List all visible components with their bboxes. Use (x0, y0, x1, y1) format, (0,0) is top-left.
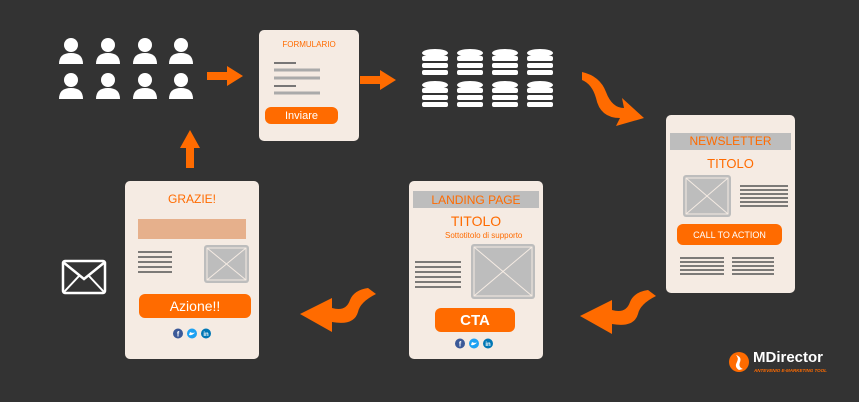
database-icon (527, 49, 553, 75)
user-icon (96, 38, 120, 64)
database-icon (422, 81, 448, 107)
brand-name: MDirector (753, 349, 824, 366)
brand-mark-icon (729, 352, 749, 372)
thanks-card: GRAZIE! Azione!! f in (125, 181, 259, 359)
brand-logo: MDirector ANTEVENIO E-MARKETING TOOL (728, 348, 853, 378)
submit-button[interactable]: Inviare (265, 107, 338, 124)
svg-text:in: in (485, 342, 491, 348)
form-title: FORMULARIO (282, 40, 336, 49)
twitter-icon (187, 328, 197, 339)
social-icons: f in (173, 328, 211, 339)
curved-arrow-icon (582, 72, 644, 126)
landing-title: TITOLO (450, 213, 502, 229)
user-icon (133, 38, 157, 64)
newsletter-text-lines (740, 185, 788, 207)
users-group (59, 38, 193, 99)
database-icon (492, 81, 518, 107)
curved-arrow-icon (580, 290, 656, 334)
image-placeholder-icon (683, 175, 731, 217)
svg-text:f: f (177, 332, 180, 339)
arrow-up-icon (180, 130, 200, 168)
linkedin-icon: in (483, 338, 493, 349)
image-placeholder-icon (204, 245, 249, 283)
newsletter-header: NEWSLETTER (689, 134, 772, 148)
image-placeholder-icon (471, 244, 535, 299)
action-button[interactable]: Azione!! (139, 294, 251, 318)
arrow-right-icon (207, 66, 243, 86)
newsletter-footer-lines (680, 257, 774, 275)
landing-text-lines (415, 261, 461, 288)
newsletter-card: NEWSLETTER TITOLO CALL TO ACTION (666, 115, 795, 293)
landing-header-band (413, 191, 539, 208)
twitter-icon (469, 338, 479, 349)
thanks-banner (138, 219, 246, 239)
form-text-lines (274, 62, 320, 95)
curved-arrow-icon (300, 288, 376, 332)
landing-subtitle: Sottotitolo di supporto (445, 231, 523, 240)
user-icon (59, 73, 83, 99)
user-icon (133, 73, 157, 99)
facebook-icon: f (173, 328, 183, 339)
landing-header: LANDING PAGE (431, 193, 521, 207)
brand-tagline: ANTEVENIO E-MARKETING TOOL (754, 368, 827, 373)
linkedin-icon: in (201, 328, 211, 339)
user-icon (96, 73, 120, 99)
database-icon (527, 81, 553, 107)
database-icon (457, 81, 483, 107)
database-icon (457, 49, 483, 75)
envelope-icon (61, 259, 107, 295)
database-icon (492, 49, 518, 75)
thanks-title: GRAZIE! (167, 192, 216, 206)
social-icons: f in (455, 338, 493, 349)
database-group (422, 49, 553, 107)
user-icon (169, 38, 193, 64)
form-card: FORMULARIO Inviare (259, 30, 359, 141)
arrow-right-icon (360, 70, 396, 90)
call-to-action-button[interactable]: CALL TO ACTION (677, 224, 782, 245)
newsletter-title: TITOLO (707, 156, 754, 171)
landing-page-card: LANDING PAGE TITOLO Sottotitolo di suppo… (409, 181, 543, 359)
database-icon (422, 49, 448, 75)
user-icon (59, 38, 83, 64)
svg-text:f: f (459, 342, 462, 349)
thanks-text-lines (138, 251, 172, 273)
svg-text:in: in (203, 332, 209, 338)
user-icon (169, 73, 193, 99)
cta-button[interactable]: CTA (435, 308, 515, 332)
facebook-icon: f (455, 338, 465, 349)
newsletter-header-band (670, 133, 791, 150)
